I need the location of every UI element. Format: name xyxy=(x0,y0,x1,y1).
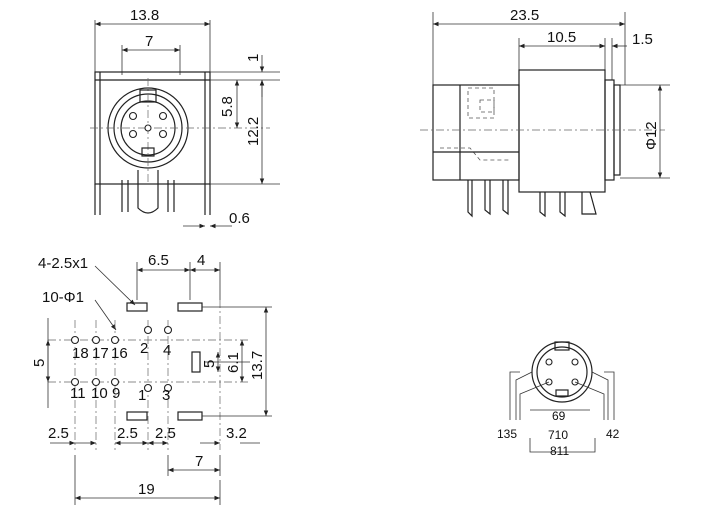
dim-pcb-19: 19 xyxy=(138,481,155,498)
dim-pcb-7: 7 xyxy=(195,453,203,470)
pin-11: 11 xyxy=(70,385,86,402)
front-view: 13.8 7 xyxy=(90,7,280,229)
dim-pcb-2-5-b: 2.5 xyxy=(117,425,138,442)
label-slot-holes: 4-2.5x1 xyxy=(38,255,88,272)
pin-9: 9 xyxy=(112,385,120,402)
dim-pcb-2-5-a: 2.5 xyxy=(48,425,69,442)
dim-pcb-3-2: 3.2 xyxy=(226,425,247,442)
dim-pcb-2-5-c: 2.5 xyxy=(155,425,176,442)
dim-pcb-6-5: 6.5 xyxy=(148,252,169,269)
dim-side-diameter: Φ12 xyxy=(643,121,660,150)
dim-front-height: 12.2 xyxy=(245,117,262,146)
dim-pcb-5-right: 5 xyxy=(201,360,218,368)
dim-side-flange: 1.5 xyxy=(632,31,653,48)
dim-pcb-4: 4 xyxy=(197,252,205,269)
pin-schematic: 135 42 69 710 811 xyxy=(497,341,620,458)
dim-front-center: 5.8 xyxy=(219,96,236,117)
dim-pcb-5-left: 5 xyxy=(31,359,48,367)
pin-17: 17 xyxy=(92,345,109,362)
label-round-holes: 10-Φ1 xyxy=(42,289,84,306)
schematic-mid2-label: 710 xyxy=(548,428,568,442)
pcb-layout: 4-2.5x1 10-Φ1 6.5 4 xyxy=(31,252,272,505)
dim-front-pin: 0.6 xyxy=(229,210,250,227)
pin-10: 10 xyxy=(91,385,108,402)
dim-front-width: 13.8 xyxy=(130,7,159,24)
pin-16: 16 xyxy=(111,345,128,362)
schematic-right-label: 42 xyxy=(606,427,620,441)
dim-side-mid: 10.5 xyxy=(547,29,576,46)
side-view: 23.5 10.5 1.5 Φ12 xyxy=(420,7,670,218)
pin-4: 4 xyxy=(163,342,171,359)
pin-18: 18 xyxy=(72,345,89,362)
pin-1: 1 xyxy=(138,387,146,404)
pin-3: 3 xyxy=(162,387,170,404)
dim-pcb-13-7: 13.7 xyxy=(249,351,266,380)
schematic-mid1-label: 69 xyxy=(552,409,566,423)
dim-side-length: 23.5 xyxy=(510,7,539,24)
pin-2: 2 xyxy=(140,340,148,357)
dim-front-inner: 7 xyxy=(145,33,153,50)
dim-pcb-6-1: 6.1 xyxy=(225,352,242,373)
schematic-mid3-label: 811 xyxy=(550,444,569,458)
schematic-left-label: 135 xyxy=(497,427,517,441)
dim-front-top-gap: 1 xyxy=(245,54,262,62)
